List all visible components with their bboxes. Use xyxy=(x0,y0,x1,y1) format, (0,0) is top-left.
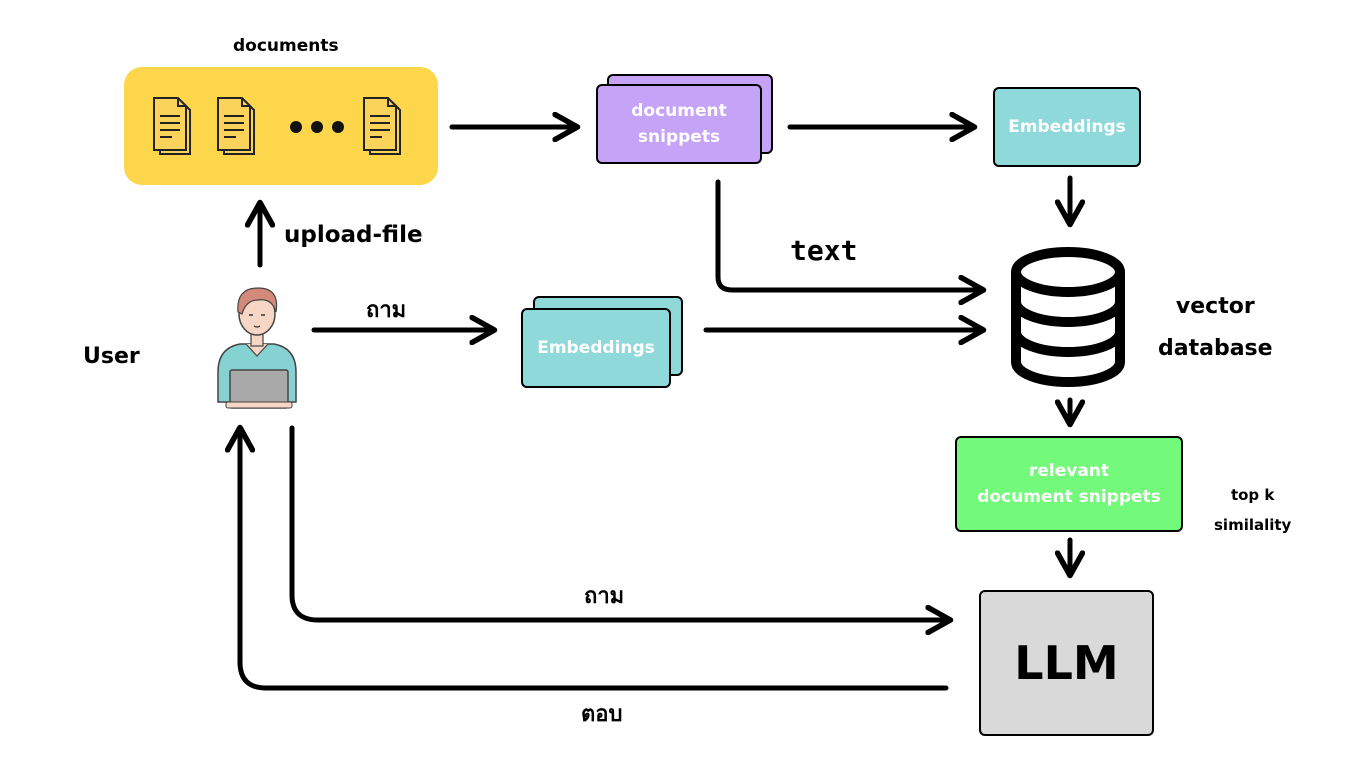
vector-database-line1: vector xyxy=(1175,294,1255,319)
query-embeddings-box: Embeddings xyxy=(521,308,671,388)
document-icon xyxy=(153,97,191,155)
ask-top-label: ถาม xyxy=(366,298,407,323)
top-k-line2: similality xyxy=(1214,516,1292,534)
answer-label: ตอบ xyxy=(581,702,623,727)
document-snippets-box: document snippets xyxy=(596,84,762,164)
arrow-user-ask-to-llm xyxy=(289,425,948,620)
document-snippets-line1: document xyxy=(631,101,727,121)
relevant-snippets-box: relevant document snippets xyxy=(955,436,1183,532)
llm-box: LLM xyxy=(979,590,1154,736)
document-icon xyxy=(217,97,255,155)
ellipsis-icon xyxy=(290,121,344,133)
document-snippets-line2: snippets xyxy=(637,127,721,147)
documents-label: documents xyxy=(233,36,339,56)
database-icon xyxy=(1011,247,1125,387)
embeddings-box: Embeddings xyxy=(993,87,1141,167)
user-label: User xyxy=(83,344,140,369)
llm-label: LLM xyxy=(1014,636,1119,690)
upload-file-label: upload-file xyxy=(284,222,423,248)
arrow-snippets-text-to-database xyxy=(715,179,981,290)
top-k-line1: top k xyxy=(1230,486,1275,504)
document-icon xyxy=(363,97,401,155)
ask-bottom-label: ถาม xyxy=(584,584,625,609)
relevant-snippets-line1: relevant xyxy=(1028,461,1110,481)
embeddings-label: Embeddings xyxy=(1008,117,1126,137)
user-with-laptop-icon xyxy=(217,287,297,409)
relevant-snippets-line2: document snippets xyxy=(977,487,1161,507)
text-label: text xyxy=(790,234,858,267)
query-embeddings-label: Embeddings xyxy=(537,338,655,358)
vector-database-label: vector database xyxy=(1158,286,1273,370)
vector-database-line2: database xyxy=(1158,336,1273,361)
top-k-label: top k similality xyxy=(1214,480,1291,540)
arrow-llm-answer-to-user xyxy=(240,430,949,691)
